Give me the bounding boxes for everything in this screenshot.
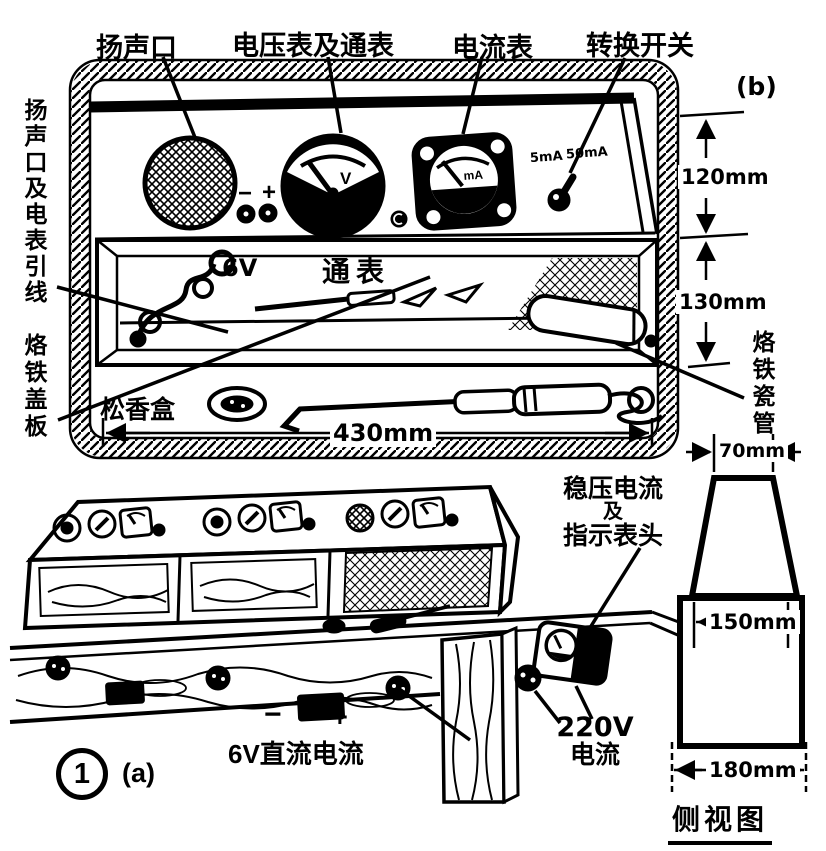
wood-grain [47,584,169,608]
dim-top-width: 70mm [716,440,789,462]
panel-screw-slot [393,213,403,225]
bench-view-drawing [9,484,702,805]
label-continuity-meter: 通表 [322,256,391,287]
mains-line1: 220V [556,712,634,743]
callout-regulated-supply: 稳压电流 及 指示表头 [520,476,706,550]
ammeter: mA [411,132,517,231]
ammeter-unit: mA [463,168,484,183]
side-view-hood [688,475,801,599]
callout-leaders [56,56,745,422]
switch-range-high: 50mA [565,144,609,163]
callout-voltmeter: 电压表及通表 [232,31,394,61]
terminal-block [105,680,145,706]
bench-leaders [396,547,642,742]
callout-speaker-meter-leads: 扬声口及电表引线 [21,98,47,306]
panel-terminals: − + [236,179,278,224]
label-6v: 6V [222,254,258,282]
supply-box [532,620,613,686]
label-dc-supply: 6V直流电流 [228,739,364,769]
dim-panel-height: 120mm [678,165,772,189]
dim-shelf-height: 130mm [676,290,770,314]
switch-range-low: 5mA [529,148,564,167]
terminal-block [297,692,345,722]
speaker-grille [142,135,238,231]
label-rosin-box: 松香盒 [100,396,176,424]
socket-icon [205,665,231,691]
voltmeter: V [280,133,386,239]
range-switch [547,173,577,212]
dim-base-width: 180mm [706,758,800,782]
mains-socket-icon [514,664,542,692]
plus-mark: + [262,179,276,206]
dim-body-width: 150mm [706,610,800,634]
wood-grain [199,578,315,603]
table-leg [440,625,520,805]
wood-knot [345,692,395,708]
bench-view-tag: (a) [122,758,155,788]
callout-iron-ceramic-tube: 烙铁瓷管 [749,330,775,438]
tube-end [644,334,658,348]
figure-number-text: 1 [73,757,91,790]
panel-view-tag: (b) [736,72,777,101]
mains-line2: 电流 [569,741,620,770]
callout-iron-cover-plate: 烙铁盖板 [21,333,47,441]
regulated-supply-line1: 稳压电流 [562,475,663,503]
voltmeter-unit: V [340,169,352,188]
minus-mark: − [238,180,252,207]
wood-grain [17,666,433,684]
socket-icon [45,655,71,681]
regulated-supply-line2: 及 [603,501,623,524]
ceramic-tube [526,293,648,347]
rosin-box [207,386,267,422]
panel-view-drawing: − + V mA [56,56,749,460]
soldering-iron [279,382,664,434]
console-grille [342,546,494,614]
plus-mark-bench: + [332,702,348,732]
meter-lead-wire [129,249,236,348]
callout-ammeter: 电流表 [452,33,533,63]
regulated-supply-line3: 指示表头 [562,522,663,551]
dim-width-430: 430mm [330,419,437,447]
callout-selector-switch: 转换开关 [586,31,694,61]
dim-column [679,110,749,369]
wood-grain [15,693,433,711]
table-apron [9,655,441,724]
figure-number: 1 [56,748,108,800]
console-controls [52,496,459,543]
callout-speaker: 扬声口 [96,33,177,63]
wood-grain [452,639,495,801]
callout-mains: 220V 电流 [540,712,650,770]
side-view-caption: 侧视图 [668,798,773,845]
minus-mark-bench: − [264,698,282,731]
screwdriver [322,604,451,634]
